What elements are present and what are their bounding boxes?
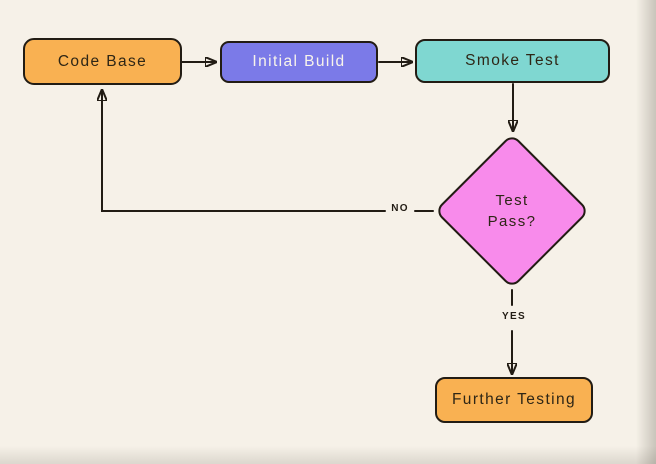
edge-label-yes: YES <box>502 311 526 322</box>
node-further-testing[interactable]: Further Testing <box>435 377 593 423</box>
node-initial-build-label: Initial Build <box>252 53 346 70</box>
node-initial-build[interactable]: Initial Build <box>220 41 378 83</box>
node-code-base[interactable]: Code Base <box>23 38 182 85</box>
node-smoke-test-label: Smoke Test <box>465 52 560 69</box>
edge-label-no: NO <box>391 203 409 214</box>
node-smoke-test[interactable]: Smoke Test <box>415 39 610 83</box>
node-test-pass-diamond[interactable] <box>434 133 590 289</box>
edge-testpass-no-to-codebase <box>102 89 386 212</box>
node-code-base-label: Code Base <box>57 52 148 70</box>
node-further-testing-label: Further Testing <box>451 391 577 408</box>
